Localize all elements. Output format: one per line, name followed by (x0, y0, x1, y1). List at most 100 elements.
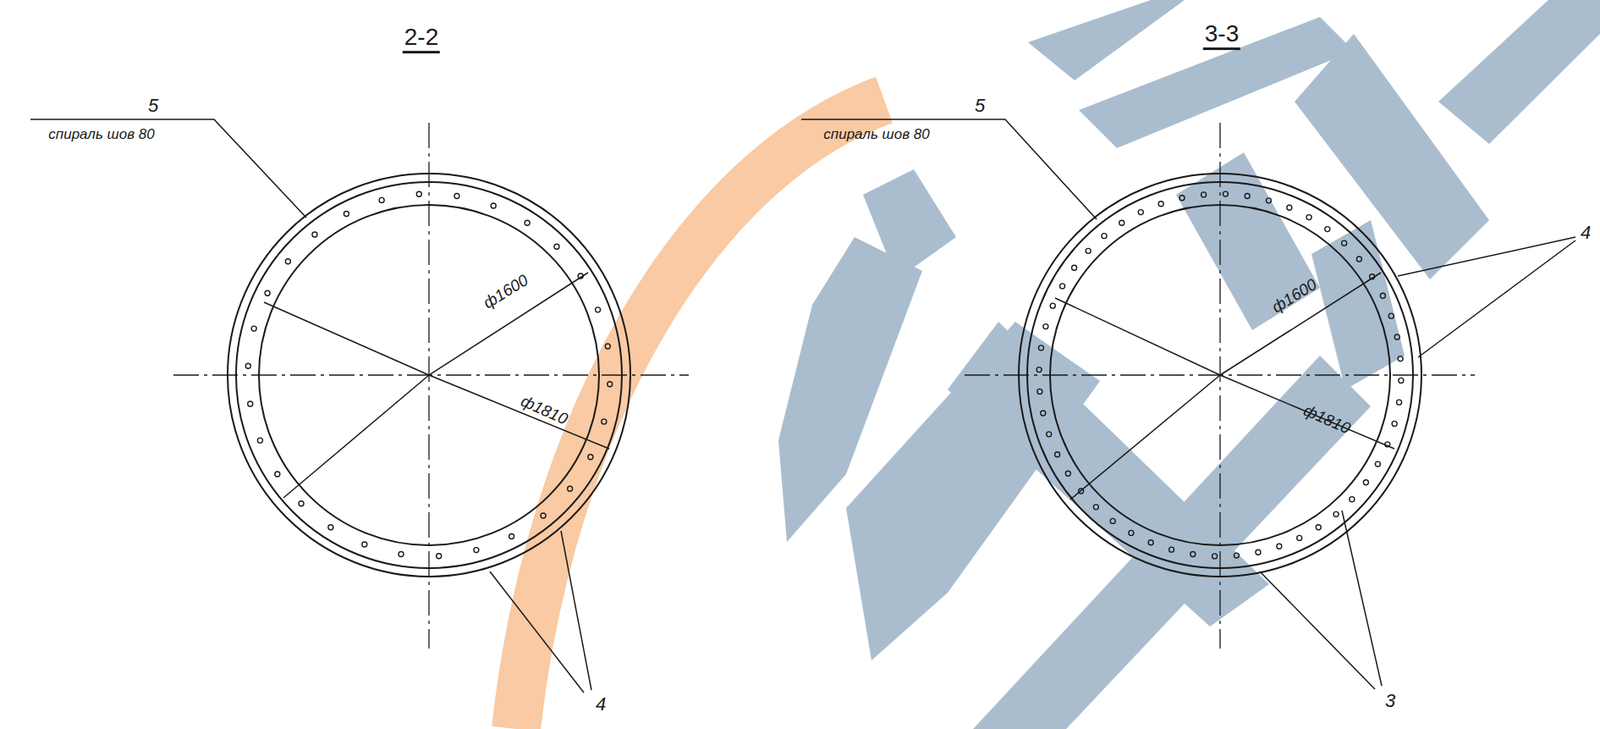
anchor-mark (1363, 479, 1369, 485)
leader-lines (30, 119, 592, 693)
anchor-mark (454, 193, 460, 199)
anchor-mark (1055, 451, 1061, 457)
axis-lines (964, 122, 1475, 649)
anchor-mark (416, 191, 422, 197)
anchor-mark (509, 533, 515, 539)
anchor-mark (1190, 551, 1196, 557)
anchor-mark (1169, 546, 1175, 552)
anchor-mark (1394, 334, 1400, 340)
anchor-mark (1397, 356, 1403, 362)
anchor-mark (274, 471, 281, 477)
anchor-mark (1065, 470, 1071, 476)
anchor-mark (251, 325, 257, 331)
anchor-mark (1222, 191, 1228, 197)
anchor-mark (1037, 388, 1043, 394)
anchor-mark (1396, 399, 1403, 405)
anchor-mark (524, 219, 530, 226)
leader-lines (801, 119, 1576, 689)
anchor-mark (588, 454, 594, 460)
section-2-2 (30, 119, 689, 693)
anchor-mark (298, 500, 304, 506)
anchor-mark (1244, 192, 1250, 198)
anchor-mark (607, 381, 613, 387)
anchor-mark (1148, 539, 1154, 545)
section-title: 2-2 (402, 24, 440, 54)
weld-note: спираль шов 80 (823, 126, 930, 143)
anchor-mark (1369, 274, 1375, 280)
callout-number: 5 (974, 95, 985, 116)
anchor-mark (1385, 441, 1391, 447)
anchor-mark (1380, 292, 1386, 298)
anchor-mark (1085, 247, 1091, 253)
anchor-mark (1072, 264, 1078, 270)
anchor-mark (1388, 313, 1394, 319)
anchor-mark (1128, 529, 1134, 535)
anchor-mark (264, 290, 270, 296)
anchor-mark (554, 243, 560, 249)
anchor-mark (285, 258, 291, 264)
anchor-mark (1333, 511, 1339, 517)
anchor-mark (1297, 534, 1303, 540)
anchor-mark (473, 547, 479, 553)
anchor-mark (1046, 431, 1052, 437)
anchor-mark (601, 418, 607, 424)
anchor-mark (1158, 201, 1164, 207)
anchor-mark (1036, 367, 1042, 373)
anchor-mark (1391, 420, 1397, 426)
section-title: 3-3 (1203, 21, 1241, 50)
anchor-mark (379, 197, 385, 203)
anchor-mark (398, 550, 404, 556)
anchor-mark (1050, 302, 1056, 308)
anchor-mark (247, 401, 253, 407)
callout-number: 3 (1385, 690, 1396, 711)
anchor-mark (1286, 204, 1293, 210)
anchor-mark (1038, 345, 1044, 351)
anchor-mark (1306, 214, 1312, 220)
anchor-mark (1265, 197, 1271, 204)
anchor-mark (245, 362, 251, 369)
anchor-marks (245, 191, 1404, 559)
anchor-mark (1040, 410, 1046, 416)
callout-number: 4 (1580, 222, 1591, 243)
anchor-mark (1101, 233, 1107, 239)
section-3-3 (801, 119, 1576, 689)
anchor-mark (1119, 219, 1125, 226)
anchor-mark (312, 231, 318, 237)
anchor-mark (1315, 524, 1321, 530)
dimension: ф1810 (517, 392, 571, 429)
anchor-mark (595, 307, 601, 313)
watermark-logo (778, 0, 1600, 729)
anchor-mark (1276, 543, 1282, 549)
anchor-mark (1060, 283, 1066, 289)
anchor-mark (1179, 195, 1185, 201)
anchor-mark (362, 541, 368, 547)
anchor-mark (343, 211, 349, 217)
anchor-mark (540, 512, 546, 518)
anchor-mark (490, 203, 496, 209)
anchor-mark (1043, 324, 1049, 330)
anchor-mark (1356, 256, 1362, 262)
anchor-mark (1093, 504, 1099, 510)
dimension: ф1600 (480, 271, 532, 314)
anchor-mark (1212, 553, 1218, 559)
anchor-mark (1138, 209, 1144, 215)
anchor-mark (1255, 549, 1261, 555)
anchor-mark (328, 524, 334, 530)
anchor-mark (1398, 377, 1404, 383)
radial-lines (263, 272, 610, 498)
anchor-mark (567, 485, 573, 491)
axis-lines (173, 122, 689, 649)
anchor-mark (257, 437, 263, 443)
anchor-mark (1201, 192, 1207, 198)
anchor-mark (1078, 488, 1084, 494)
anchor-mark (577, 273, 583, 279)
anchor-mark (1325, 226, 1331, 232)
callout-number: 5 (148, 95, 159, 116)
anchor-mark (436, 553, 442, 559)
anchor-mark (604, 343, 611, 349)
callout-number: 4 (595, 693, 606, 715)
anchor-mark (1374, 461, 1381, 467)
anchor-mark (1110, 517, 1116, 523)
